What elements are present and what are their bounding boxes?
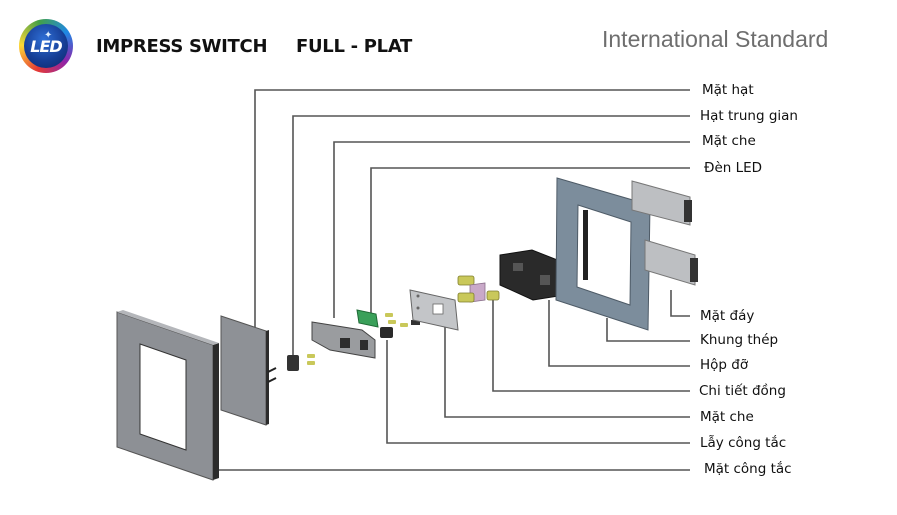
leader-mat-che-bottom: [444, 327, 690, 418]
label-mat-hat: Mặt hạt: [702, 82, 754, 98]
label-hat-trung-gian: Hạt trung gian: [700, 108, 798, 124]
logo-text: LED: [30, 36, 62, 56]
led-logo: ✦ LED: [19, 19, 73, 73]
model-title: FULL - PLAT: [296, 36, 413, 57]
label-mat-cong-tac: Mặt công tắc: [704, 461, 792, 477]
part-cover-plate: [409, 289, 459, 331]
part-steel-frame: [555, 177, 651, 331]
part-support-box: [499, 249, 566, 301]
part-intermediate-piece: [287, 354, 315, 371]
standard-title: International Standard: [602, 26, 829, 52]
label-den-led: Đèn LED: [704, 160, 763, 176]
led-logo-badge: ✦ LED: [24, 24, 68, 68]
part-cover-mechanism: [311, 321, 376, 359]
leader-khung-thep: [606, 318, 690, 342]
leader-hat-trung-gian: [292, 115, 690, 355]
part-switch-lever: [380, 320, 420, 338]
leader-lay-cong-tac: [386, 340, 690, 444]
label-chi-tiet-dong: Chi tiết đồng: [699, 383, 786, 399]
leader-mat-day: [670, 290, 690, 317]
label-lay-cong-tac: Lẫy công tắc: [700, 435, 787, 451]
part-led-board: [356, 309, 408, 328]
label-mat-che-top: Mặt che: [702, 133, 756, 149]
label-mat-day: Mặt đáy: [700, 308, 755, 324]
leader-mat-che-top: [333, 141, 690, 318]
leader-mat-hat: [254, 89, 690, 335]
label-hop-do: Hộp đỡ: [700, 357, 749, 373]
part-base-clips: [631, 180, 698, 286]
leader-lines: [212, 89, 690, 471]
label-khung-thep: Khung thép: [700, 332, 779, 348]
part-switch-plate: [116, 310, 219, 481]
part-rocker-key: [220, 315, 277, 426]
part-brass-contacts: [457, 275, 500, 303]
leader-hop-do: [548, 300, 690, 367]
sparkle-icon: ✦: [44, 30, 53, 41]
brand-title: IMPRESS SWITCH: [96, 36, 268, 57]
label-mat-che-bottom: Mặt che: [700, 409, 754, 425]
leader-den-led: [370, 167, 690, 318]
leader-chi-tiet-dong: [492, 300, 690, 392]
